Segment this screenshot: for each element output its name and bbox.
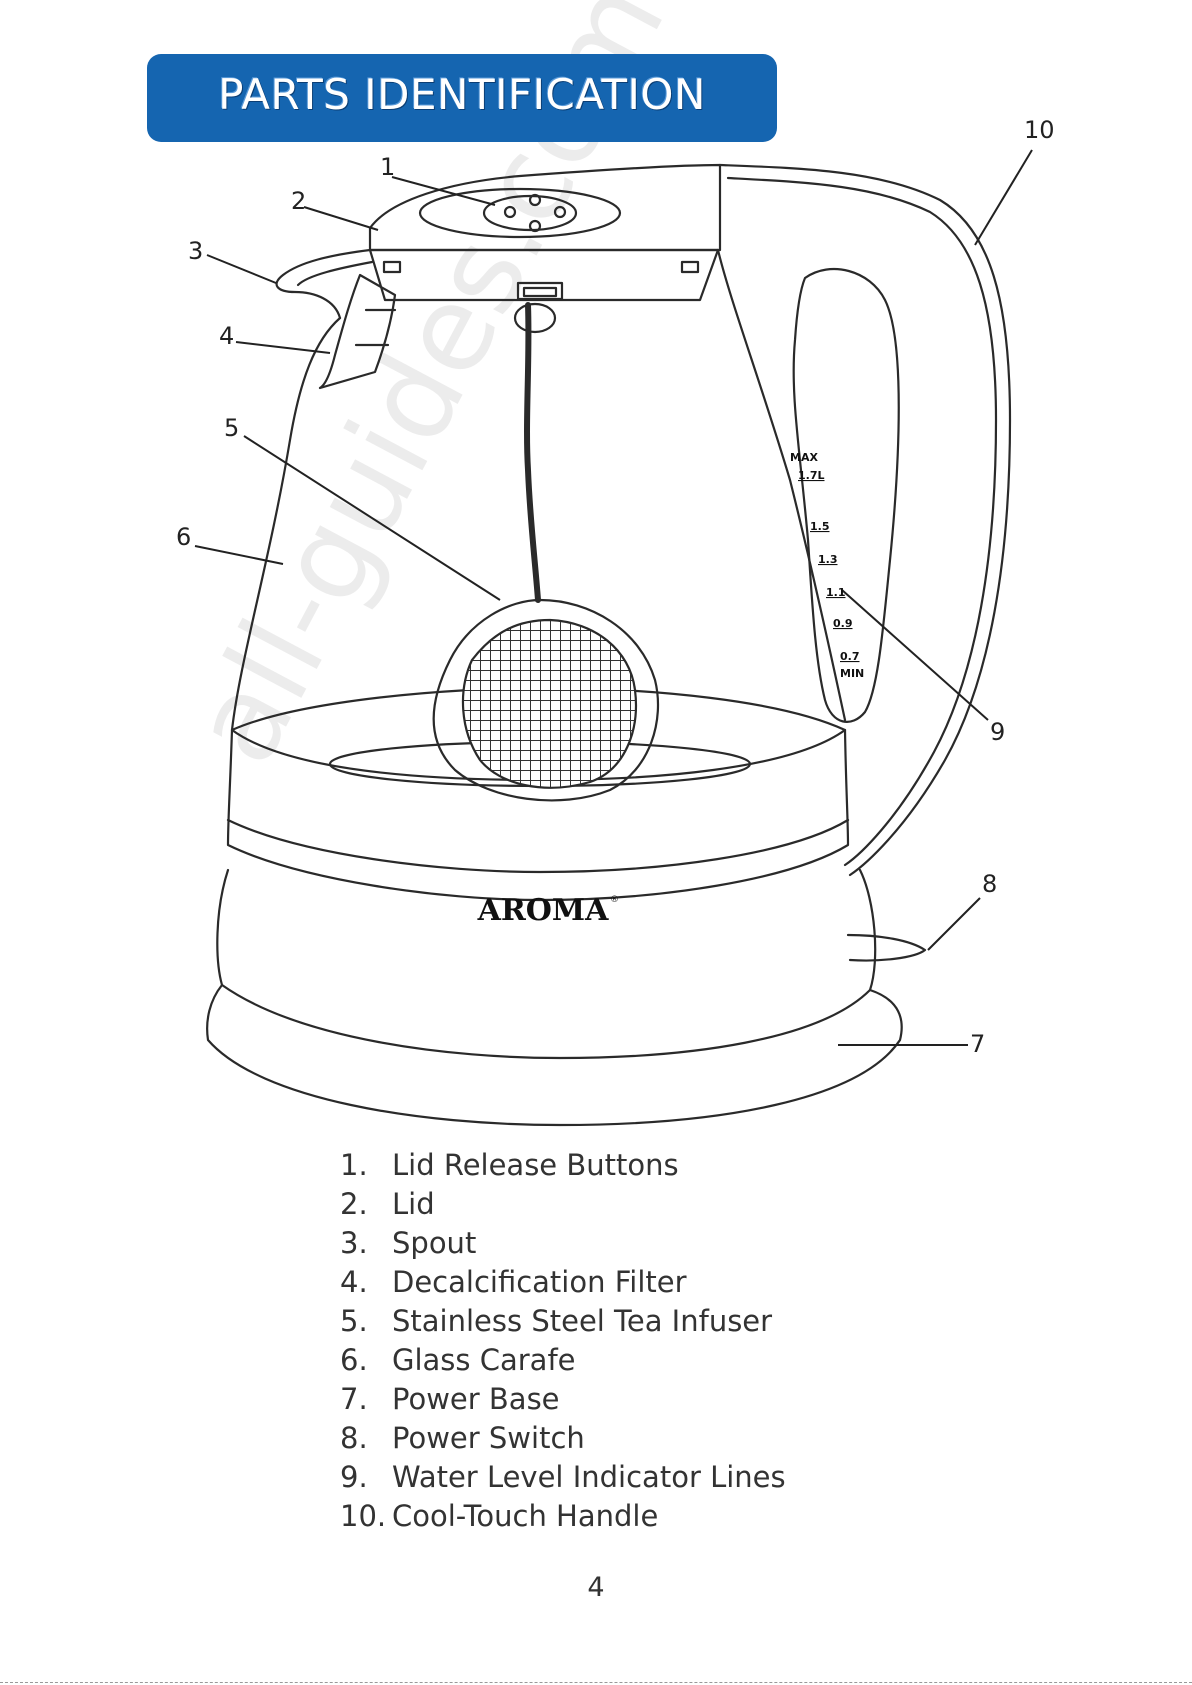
legend-label: Power Switch <box>392 1421 585 1455</box>
legend-label: Water Level Indicator Lines <box>392 1460 786 1494</box>
handle-inner-edge <box>728 178 996 865</box>
legend-item: 10.Cool-Touch Handle <box>340 1497 980 1536</box>
brand-logo: AROMA <box>477 893 610 928</box>
legend-item: 8.Power Switch <box>340 1419 980 1458</box>
legend-number: 2. <box>340 1185 392 1224</box>
legend-number: 5. <box>340 1302 392 1341</box>
callout-3: 3 <box>188 237 203 265</box>
legend-item: 5.Stainless Steel Tea Infuser <box>340 1302 980 1341</box>
callout-8: 8 <box>982 870 997 898</box>
scale-mark: 0.7 <box>840 650 860 663</box>
callout-7: 7 <box>970 1030 985 1058</box>
scale-mark: MAX <box>790 451 818 464</box>
kettle-diagram: MAX 1.7L 1.5 1.3 1.1 0.9 0.7 MIN AROMA ® <box>0 0 1192 1130</box>
water-level-scale: MAX 1.7L 1.5 1.3 1.1 0.9 0.7 MIN <box>790 451 864 680</box>
legend-item: 4.Decalcification Filter <box>340 1263 980 1302</box>
handle <box>720 165 1010 875</box>
legend-number: 10. <box>340 1497 392 1536</box>
legend-number: 7. <box>340 1380 392 1419</box>
callout-10: 10 <box>1024 116 1055 144</box>
callout-6: 6 <box>176 523 191 551</box>
bottom-rule <box>0 1682 1192 1684</box>
legend-label: Lid Release Buttons <box>392 1148 679 1182</box>
legend-label: Decalcification Filter <box>392 1265 687 1299</box>
parts-legend: 1.Lid Release Buttons 2.Lid 3.Spout 4.De… <box>340 1146 980 1536</box>
scale-mark: 0.9 <box>833 617 853 630</box>
legend-label: Glass Carafe <box>392 1343 576 1377</box>
scale-mark: 1.7L <box>798 469 825 482</box>
callout-1: 1 <box>380 153 395 181</box>
legend-number: 6. <box>340 1341 392 1380</box>
legend-item: 6.Glass Carafe <box>340 1341 980 1380</box>
legend-item: 1.Lid Release Buttons <box>340 1146 980 1185</box>
legend-item: 9.Water Level Indicator Lines <box>340 1458 980 1497</box>
scale-mark: 1.1 <box>826 586 846 599</box>
legend-number: 8. <box>340 1419 392 1458</box>
legend-item: 7.Power Base <box>340 1380 980 1419</box>
infuser-chain <box>527 305 538 600</box>
legend-number: 1. <box>340 1146 392 1185</box>
page-number: 4 <box>0 1572 1192 1603</box>
legend-label: Power Base <box>392 1382 560 1416</box>
legend-number: 4. <box>340 1263 392 1302</box>
legend-label: Stainless Steel Tea Infuser <box>392 1304 772 1338</box>
legend-number: 3. <box>340 1224 392 1263</box>
scale-mark: MIN <box>840 667 864 680</box>
brand-mark: ® <box>610 895 619 905</box>
legend-item: 2.Lid <box>340 1185 980 1224</box>
legend-number: 9. <box>340 1458 392 1497</box>
callout-4: 4 <box>219 322 234 350</box>
carafe <box>232 318 340 730</box>
legend-item: 3.Spout <box>340 1224 980 1263</box>
scale-mark: 1.5 <box>810 520 830 533</box>
scale-mark: 1.3 <box>818 553 838 566</box>
power-switch <box>848 935 925 961</box>
legend-label: Lid <box>392 1187 435 1221</box>
legend-label: Cool-Touch Handle <box>392 1499 658 1533</box>
legend-label: Spout <box>392 1226 476 1260</box>
callout-2: 2 <box>291 187 306 215</box>
infuser-mesh <box>463 620 636 788</box>
filter <box>320 275 395 388</box>
callout-9: 9 <box>990 718 1005 746</box>
collar <box>370 250 718 300</box>
callout-5: 5 <box>224 414 239 442</box>
